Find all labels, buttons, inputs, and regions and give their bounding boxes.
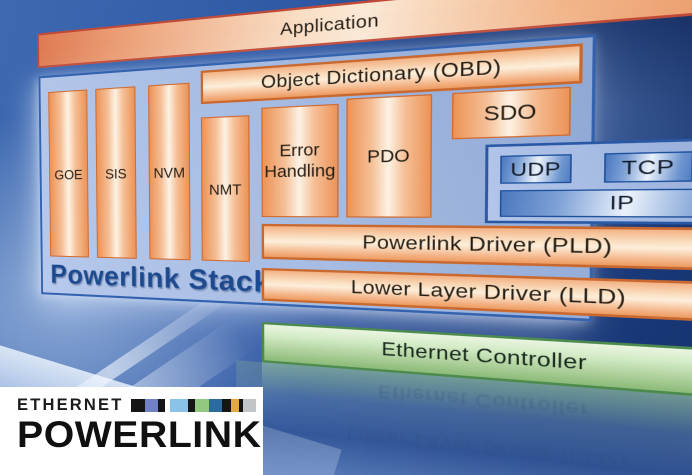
logo-ethernet-text: ETHERNET <box>17 396 124 415</box>
logo-square <box>221 398 231 413</box>
sdo-label: SDO <box>483 100 537 126</box>
goe-column: GOE <box>48 89 89 258</box>
logo-square <box>238 398 243 413</box>
nmt-column: NMT <box>200 115 250 262</box>
sis-column: SIS <box>95 86 137 259</box>
logo-squares <box>130 398 256 413</box>
tcp-label: TCP <box>621 155 675 180</box>
powerlink-stack-title: Powerlink Stack <box>50 258 272 299</box>
error-handling-label: Error Handling <box>264 141 336 182</box>
ip-label: IP <box>609 191 635 215</box>
logo-square <box>164 398 170 413</box>
tcp-box: TCP <box>603 151 692 183</box>
nmt-label: NMT <box>209 180 242 198</box>
tcpip-suite-panel: UDP TCP IP <box>484 136 692 226</box>
nvm-label: NVM <box>153 163 186 181</box>
logo-square <box>130 398 145 413</box>
udp-box: UDP <box>500 154 572 184</box>
ethernet-powerlink-logo: ETHERNET POWERLINK <box>0 387 263 475</box>
logo-top-row: ETHERNET <box>17 396 263 415</box>
logo-square <box>144 398 158 413</box>
ethernet-controller-label: Ethernet Controller <box>381 339 588 375</box>
nvm-column: NVM <box>148 82 191 261</box>
sis-label: SIS <box>105 165 127 182</box>
logo-square <box>242 398 256 413</box>
logo-powerlink-text: POWERLINK <box>17 414 262 455</box>
logo-square <box>208 398 222 413</box>
goe-label: GOE <box>54 166 83 183</box>
logo-square <box>157 398 165 413</box>
ip-box: IP <box>499 188 692 218</box>
lower-layer-driver-label: Lower Layer Driver (LLD) <box>350 277 627 310</box>
object-dictionary-label: Object Dictionary (OBD) <box>260 56 502 93</box>
pdo-label: PDO <box>367 146 410 168</box>
udp-label: UDP <box>510 157 562 181</box>
logo-square <box>187 398 195 413</box>
logo-bottom-row: POWERLINK <box>17 416 263 453</box>
powerlink-driver-label: Powerlink Driver (PLD) <box>362 232 613 259</box>
logo-square <box>194 398 209 413</box>
pdo-box: PDO <box>346 94 433 218</box>
logo-square <box>169 398 188 413</box>
logo-square <box>230 398 239 413</box>
error-handling-box: Error Handling <box>261 103 339 218</box>
application-label: Application <box>280 9 380 39</box>
sdo-box: SDO <box>451 86 572 140</box>
